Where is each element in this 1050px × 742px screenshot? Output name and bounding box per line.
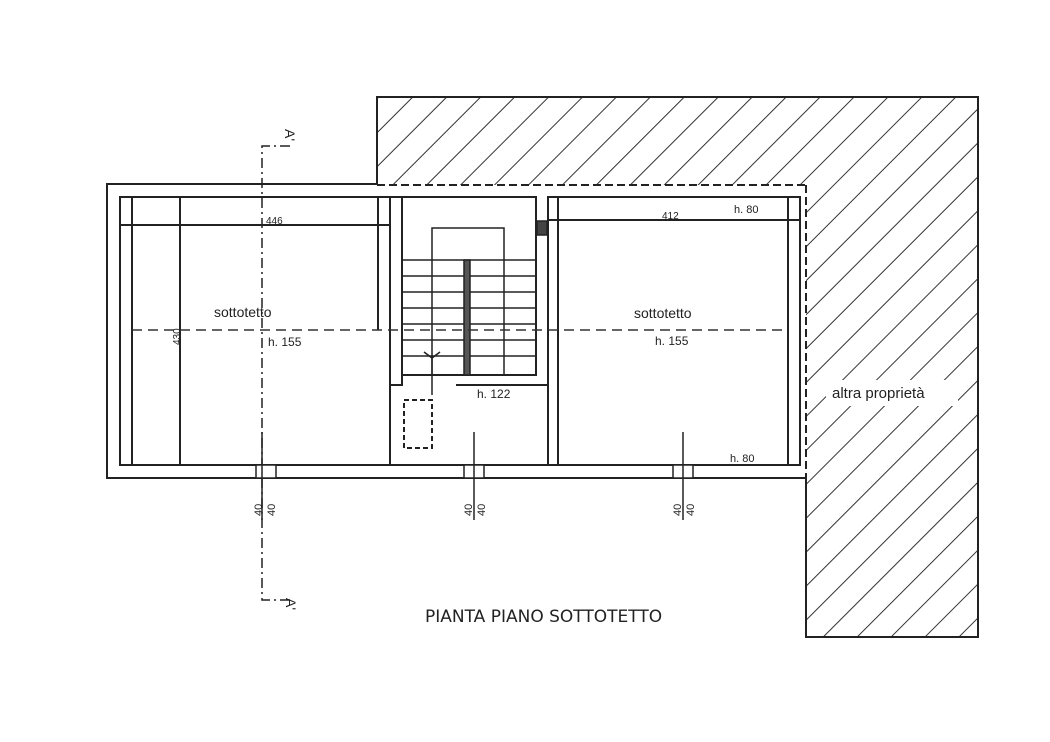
pillar-dim: 40 xyxy=(685,504,697,516)
section-line xyxy=(261,145,290,601)
left-room-width-dim: 446 xyxy=(266,216,283,227)
pillars xyxy=(255,432,694,520)
plan-title: PIANTA PIANO SOTTOTETTO xyxy=(425,607,662,627)
pillar-dim: 40 xyxy=(463,504,475,516)
pillar-dim: 40 xyxy=(266,504,278,516)
left-room-name: sottotetto xyxy=(214,304,272,320)
left-room-depth-dim: 430 xyxy=(172,328,183,345)
right-room-width-dim: 412 xyxy=(662,211,679,222)
stair-height: h. 122 xyxy=(477,387,511,401)
pillar-dim: 40 xyxy=(476,504,488,516)
neighbor-label: altra proprietà xyxy=(832,385,925,402)
right-room-name: sottotetto xyxy=(634,305,692,321)
building-walls xyxy=(106,183,806,479)
neighbor-property-area: altra proprietà xyxy=(376,96,979,638)
pillar-dim: 40 xyxy=(253,504,265,516)
staircase xyxy=(402,220,548,449)
right-room-top-height: h. 80 xyxy=(734,204,758,216)
right-room-bottom-height: h. 80 xyxy=(730,453,754,465)
section-label-top: A' xyxy=(282,129,298,141)
pillar-dim: 40 xyxy=(672,504,684,516)
right-room-height: h. 155 xyxy=(655,334,689,348)
section-label-bottom: A' xyxy=(283,598,299,610)
left-room-height: h. 155 xyxy=(268,335,302,349)
